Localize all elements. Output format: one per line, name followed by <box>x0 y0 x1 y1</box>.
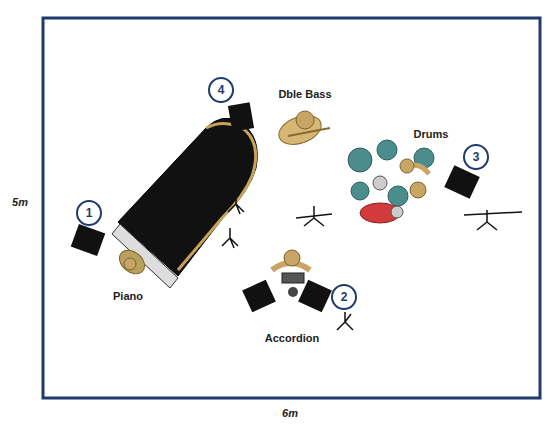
part-label: Drums <box>414 128 449 140</box>
callout-number: 4 <box>208 77 234 103</box>
stage-border <box>43 18 540 398</box>
part-label: Piano <box>113 290 143 302</box>
part-label: Accordion <box>265 332 319 344</box>
callout-number: 2 <box>331 284 357 310</box>
mic-stands <box>222 194 522 330</box>
grand-piano <box>112 118 257 288</box>
part-label: Dble Bass <box>278 88 331 100</box>
dimension-label: 6m <box>282 407 298 419</box>
double-bass <box>275 110 330 149</box>
monitor-wedges <box>71 102 480 312</box>
drum-kit <box>348 140 434 223</box>
accordion-player <box>272 250 310 297</box>
callout-number: 1 <box>76 200 102 226</box>
callout-number: 3 <box>463 144 489 170</box>
dimension-label: 5m <box>12 196 28 208</box>
